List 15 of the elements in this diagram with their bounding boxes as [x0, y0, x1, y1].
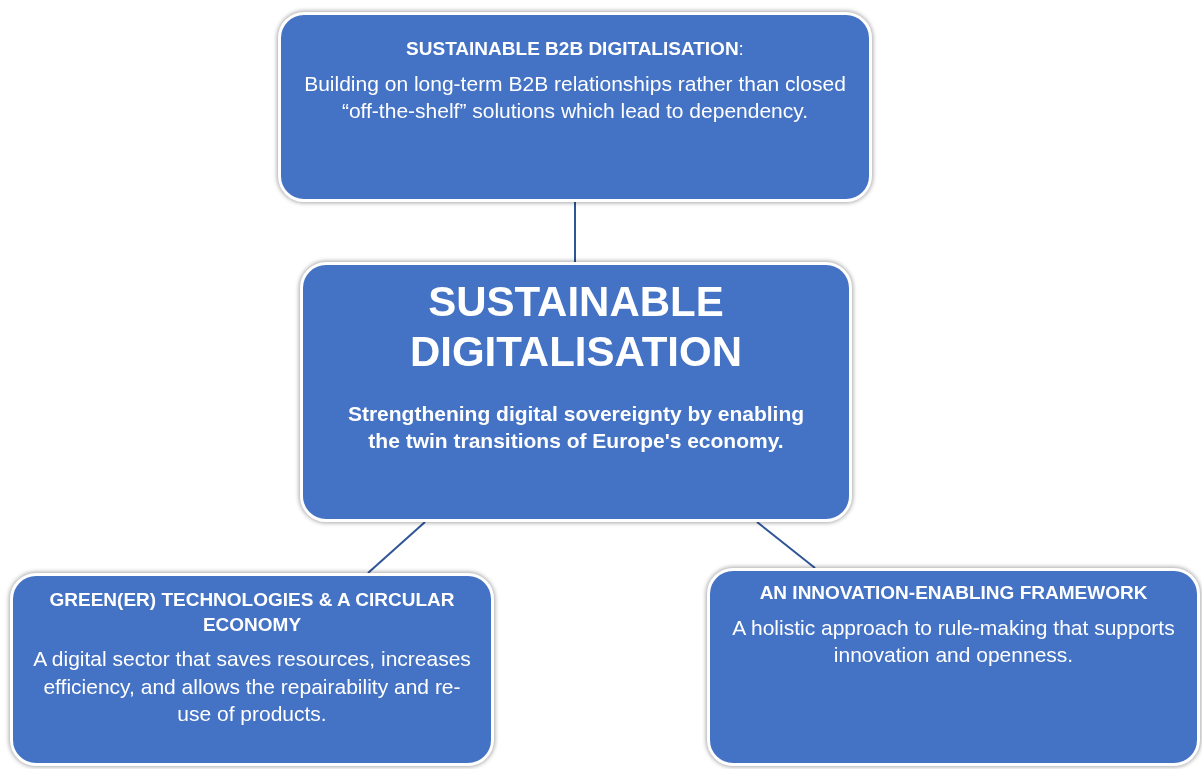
connector-line: [574, 201, 576, 263]
rounded-box: [707, 568, 1200, 766]
heading: GREEN(ER) TECHNOLOGIES & A CIRCULAR ECONOMY: [48, 588, 456, 637]
rounded-box: [300, 262, 852, 522]
heading: AN INNOVATION-ENABLING FRAMEWORK: [758, 581, 1149, 605]
description: A holistic approach to rule-making that supports innovation and openness.: [731, 614, 1176, 668]
connector-line: [756, 521, 816, 569]
heading: SUSTAINABLE B2B DIGITALISATION:: [405, 37, 745, 61]
rounded-box: [10, 573, 494, 766]
main-title: SUSTAINABLE DIGITALISATION: [408, 277, 744, 378]
subtitle: Strengthening digital sovereignty by enabling the twin transitions of Europe's economy.: [346, 400, 806, 455]
rounded-box: [278, 12, 872, 202]
connector-line: [367, 521, 426, 574]
description: A digital sector that saves resources, increases efficiency, and allows the repairability and re-use of products.: [32, 646, 472, 727]
description: Building on long-term B2B relationships rather than closed “off-the-shelf” solutions which lead to dependency.: [303, 70, 847, 124]
